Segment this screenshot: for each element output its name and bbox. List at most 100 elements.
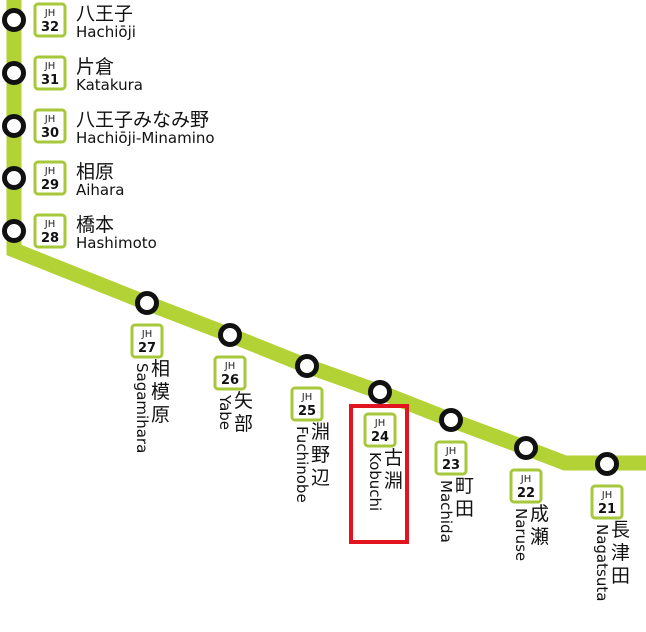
station-name-en: Naruse xyxy=(512,508,530,561)
station-code-number: 25 xyxy=(298,404,316,419)
station-marker[interactable] xyxy=(2,114,26,138)
station-code-number: 24 xyxy=(371,430,389,445)
station-code-prefix: JH xyxy=(44,61,55,72)
station-marker[interactable] xyxy=(439,408,463,432)
station-name-en: Katakura xyxy=(76,76,143,94)
highlight-box xyxy=(349,404,409,544)
station-code-number: 26 xyxy=(221,373,239,388)
station-name-en: Sagamihara xyxy=(133,363,151,453)
station-code-number: 29 xyxy=(41,178,59,193)
station-name-en: Hachiōji-Minamino xyxy=(76,129,215,147)
station-code-number: 31 xyxy=(41,73,59,88)
station-name-en: Hachiōji xyxy=(76,23,136,41)
station-code-box xyxy=(434,440,468,476)
station-code-box xyxy=(33,2,67,38)
station-marker[interactable] xyxy=(218,323,242,347)
station-name-ja: 八王子 xyxy=(76,3,133,25)
station-code-number: 30 xyxy=(41,126,59,141)
station-name-ja: 淵野辺 xyxy=(311,421,330,489)
station-marker[interactable] xyxy=(368,380,392,404)
station-name-ja: 古淵 xyxy=(384,447,403,492)
station-code-number: 22 xyxy=(517,486,535,501)
station-name-en: Aihara xyxy=(76,181,125,199)
station-name-en: Fuchinobe xyxy=(293,426,311,503)
station-code-prefix: JH xyxy=(374,418,385,429)
station-code-box xyxy=(130,323,164,359)
station-code-box xyxy=(290,386,324,422)
station-code-box xyxy=(33,108,67,144)
station-name-ja: 片倉 xyxy=(76,56,114,78)
station-marker[interactable] xyxy=(2,219,26,243)
station-marker[interactable] xyxy=(135,291,159,315)
station-code-prefix: JH xyxy=(445,446,456,457)
station-code-box xyxy=(213,355,247,391)
station-name-ja: 矢部 xyxy=(234,390,253,435)
station-name-ja: 町田 xyxy=(455,475,474,520)
station-code-number: 28 xyxy=(41,231,59,246)
station-marker[interactable] xyxy=(514,436,538,460)
station-marker[interactable] xyxy=(2,61,26,85)
station-code-box xyxy=(33,213,67,249)
route-line xyxy=(6,0,646,471)
station-code-box xyxy=(33,55,67,91)
station-name-ja: 相原 xyxy=(76,161,114,183)
station-code-box xyxy=(509,468,543,504)
station-code-number: 27 xyxy=(138,341,156,356)
station-marker[interactable] xyxy=(295,354,319,378)
station-code-box xyxy=(33,160,67,196)
station-marker[interactable] xyxy=(2,166,26,190)
station-code-box xyxy=(363,412,397,448)
station-marker[interactable] xyxy=(595,452,619,476)
station-list: JH32八王子HachiōjiJH31片倉KatakuraJH30八王子みなみ野… xyxy=(2,2,630,602)
station-code-prefix: JH xyxy=(301,392,312,403)
station-code-prefix: JH xyxy=(44,219,55,230)
station-code-number: 21 xyxy=(598,502,616,517)
station-name-en: Hashimoto xyxy=(76,234,157,252)
station-name-ja: 長津田 xyxy=(611,519,630,587)
station-name-en: Nagatsuta xyxy=(593,524,611,601)
route-line-path xyxy=(6,0,646,471)
station-code-prefix: JH xyxy=(224,361,235,372)
station-code-prefix: JH xyxy=(44,166,55,177)
station-code-prefix: JH xyxy=(141,329,152,340)
station-name-en: Yabe xyxy=(216,394,234,430)
station-name-ja: 成瀬 xyxy=(530,503,549,548)
station-name-en: Machida xyxy=(437,480,455,543)
station-name-ja: 八王子みなみ野 xyxy=(76,109,209,131)
station-code-number: 32 xyxy=(41,20,59,35)
station-name-ja: 相模原 xyxy=(151,358,170,426)
station-code-prefix: JH xyxy=(520,474,531,485)
station-code-prefix: JH xyxy=(44,114,55,125)
station-name-ja: 橋本 xyxy=(76,214,114,236)
station-code-number: 23 xyxy=(442,458,460,473)
station-code-prefix: JH xyxy=(44,8,55,19)
station-code-box xyxy=(590,484,624,520)
station-marker[interactable] xyxy=(2,8,26,32)
station-code-prefix: JH xyxy=(601,490,612,501)
